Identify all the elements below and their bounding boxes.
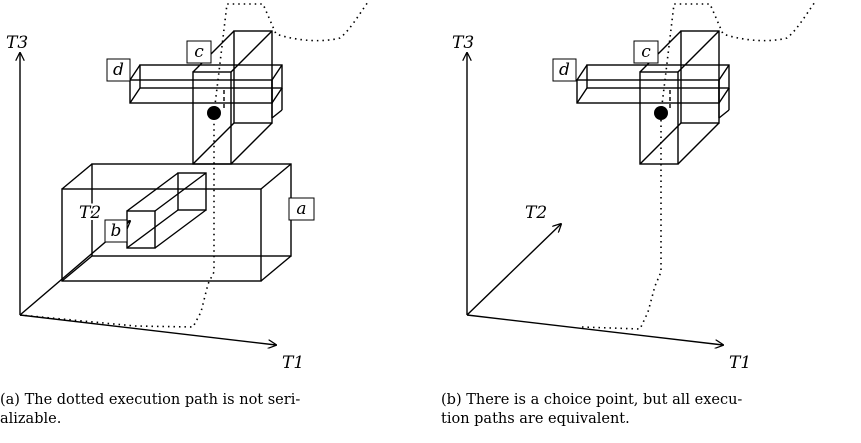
- t1-axis-label: T1: [729, 353, 751, 373]
- t3-axis-label: T3: [452, 33, 474, 53]
- svg-text:b: b: [111, 221, 122, 241]
- execution-path: [19, 1, 369, 328]
- t2-axis-label: T2: [79, 203, 101, 223]
- t1-axis-label: T1: [282, 353, 304, 373]
- box-c-label: c: [633, 40, 659, 64]
- panel-b: T3 T1 T2 c d: [452, 1, 816, 373]
- svg-text:a: a: [296, 199, 306, 219]
- t2-axis: [466, 224, 561, 316]
- box-a-label: a: [288, 197, 315, 221]
- svg-text:d: d: [559, 60, 570, 80]
- svg-text:c: c: [641, 42, 651, 62]
- box-d: [129, 64, 283, 119]
- caption-a: (a) The dotted execution path is not ser…: [0, 391, 300, 429]
- t2-axis-label: T2: [525, 203, 547, 223]
- box-d-label: d: [552, 58, 577, 82]
- caption-a-line-1: (a) The dotted execution path is not ser…: [0, 392, 301, 408]
- box-b-label: b: [104, 219, 128, 243]
- svg-text:d: d: [113, 60, 124, 80]
- caption-b-line-2: tion paths are equivalent.: [441, 411, 630, 427]
- t1-axis: [19, 314, 276, 345]
- box-b: [126, 172, 207, 249]
- panel-a: T3 T1 a b T2: [6, 1, 369, 373]
- box-c: [639, 30, 720, 165]
- t1-axis: [466, 314, 723, 345]
- caption-b-line-1: (b) There is a choice point, but all exe…: [441, 392, 743, 408]
- choice-point: [654, 106, 668, 120]
- t3-axis-label: T3: [6, 33, 28, 53]
- caption-a-line-2: alizable.: [0, 411, 62, 427]
- box-d-label: d: [106, 58, 131, 82]
- svg-text:c: c: [194, 42, 204, 62]
- box-d: [576, 64, 730, 119]
- choice-point: [207, 106, 221, 120]
- box-c-label: c: [186, 40, 212, 64]
- caption-b: (b) There is a choice point, but all exe…: [441, 391, 742, 429]
- execution-path: [581, 1, 816, 330]
